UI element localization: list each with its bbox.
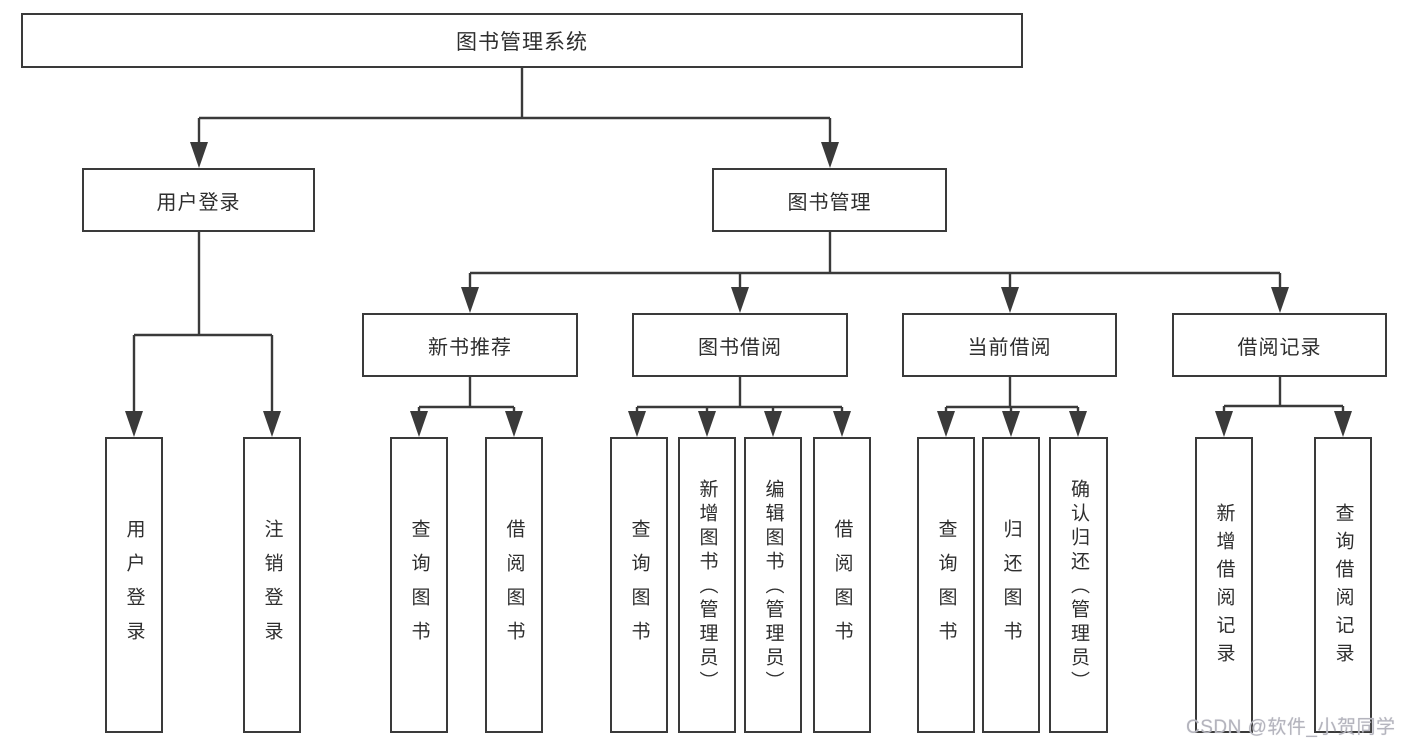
csdn-watermark: CSDN @软件_小贺同学: [1186, 717, 1396, 738]
connector-book-borrow: [635, 377, 844, 416]
leaf-return-books: 归还图书: [982, 437, 1040, 733]
leaf-edit-books-admin: 编辑图书（管理员）: [744, 437, 802, 733]
connector-borrow-records: [1222, 377, 1345, 416]
node-book-borrow: 图书借阅: [632, 313, 848, 377]
leaf-logout: 注销登录: [243, 437, 301, 733]
node-current-borrow: 当前借阅: [902, 313, 1117, 377]
connector-user-login: [132, 232, 274, 414]
leaf-user-login: 用户登录: [105, 437, 163, 733]
connector-new-book-recommend: [417, 377, 516, 416]
leaf-query-borrow-record: 查询借阅记录: [1314, 437, 1372, 733]
connector-root: [197, 68, 832, 146]
connector-current-borrow: [944, 377, 1080, 416]
leaf-recommend-borrow-books: 借阅图书: [485, 437, 543, 733]
leaf-current-query-books: 查询图书: [917, 437, 975, 733]
leaf-add-books-admin: 新增图书（管理员）: [678, 437, 736, 733]
node-book-management: 图书管理: [712, 168, 947, 232]
node-user-login: 用户登录: [82, 168, 315, 232]
node-borrow-records: 借阅记录: [1172, 313, 1387, 377]
leaf-borrow-books: 借阅图书: [813, 437, 871, 733]
leaf-add-borrow-record: 新增借阅记录: [1195, 437, 1253, 733]
leaf-recommend-query-books: 查询图书: [390, 437, 448, 733]
node-root-library-system: 图书管理系统: [21, 13, 1023, 68]
leaf-borrow-query-books: 查询图书: [610, 437, 668, 733]
node-new-book-recommend: 新书推荐: [362, 313, 578, 377]
leaf-confirm-return-admin: 确认归还（管理员）: [1049, 437, 1108, 733]
connector-book-management: [468, 232, 1282, 290]
